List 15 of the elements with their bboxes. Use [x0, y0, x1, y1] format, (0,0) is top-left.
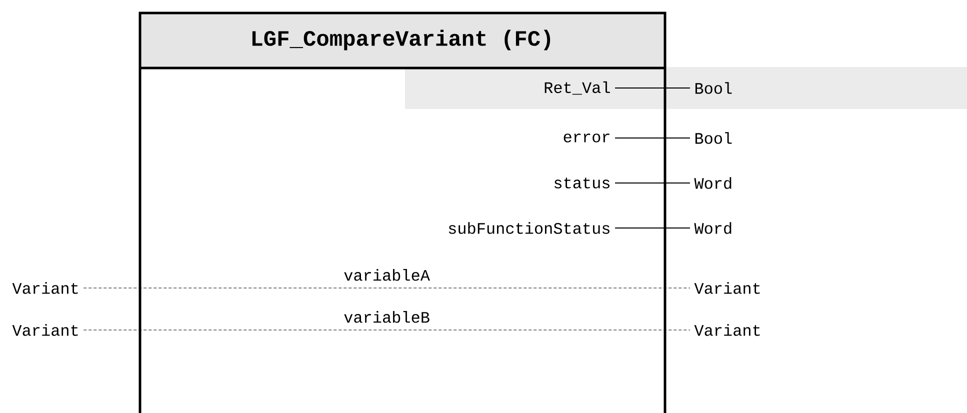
- data-type: Bool: [695, 132, 732, 144]
- data-type: Variant: [12, 282, 78, 294]
- edge-label: variableA: [344, 269, 430, 281]
- pin-name: error: [564, 134, 610, 142]
- edge-label: variableB: [344, 311, 430, 323]
- data-type: Bool: [695, 82, 732, 94]
- pin-name: subFunctionStatus: [448, 222, 610, 234]
- data-type: Word: [694, 222, 732, 234]
- data-type: Variant: [12, 324, 78, 336]
- pin-name: Ret_Val: [544, 81, 610, 95]
- pin-line: [614, 182, 690, 184]
- data-type: Variant: [694, 324, 760, 336]
- data-type: Word: [694, 177, 732, 189]
- pin-name: status: [554, 178, 610, 188]
- data-type: Variant: [694, 282, 760, 294]
